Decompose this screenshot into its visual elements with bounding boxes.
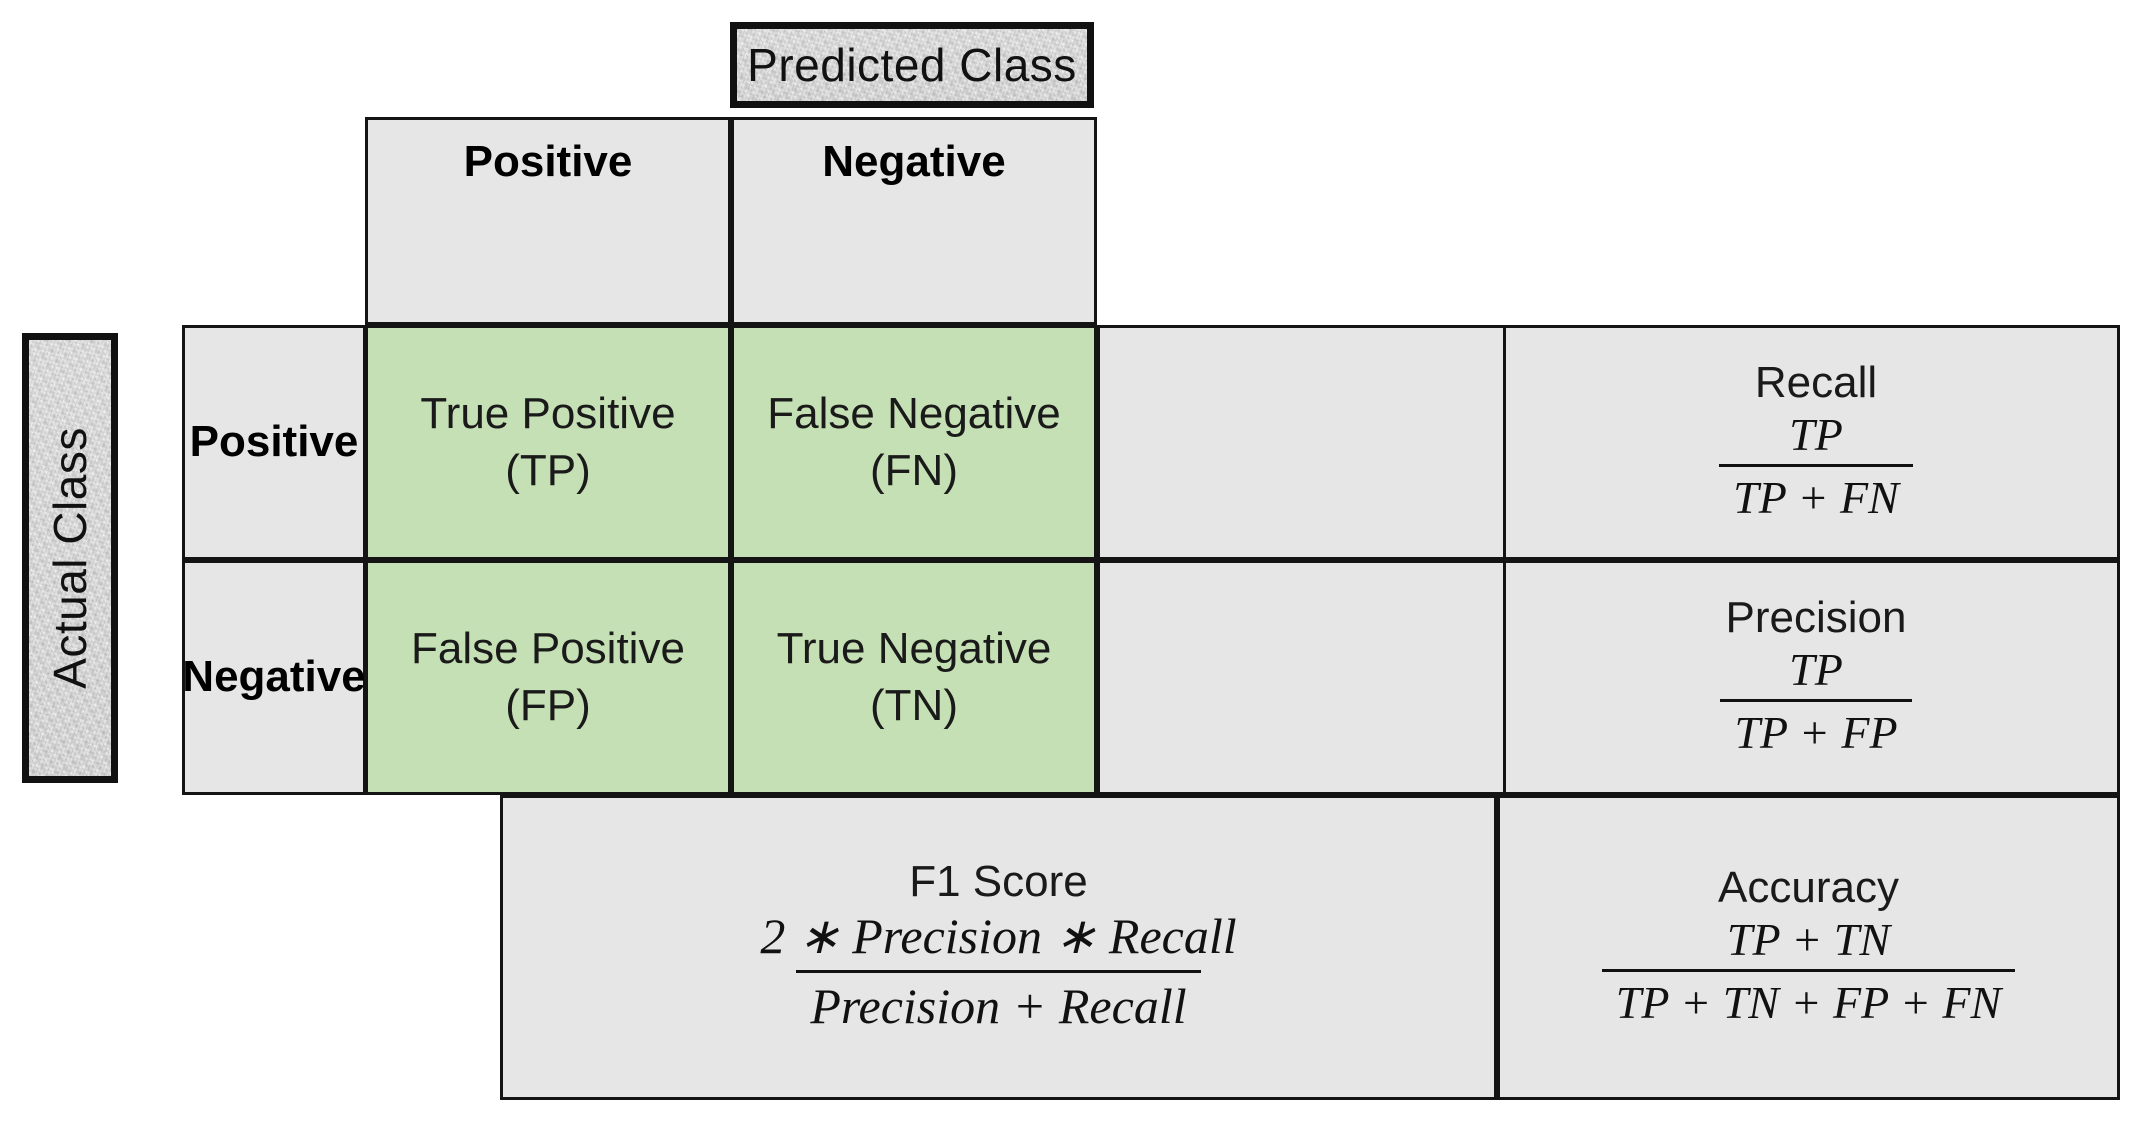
actual-class-title-box: Actual Class [22, 333, 118, 783]
precision-numerator: TP [1789, 643, 1843, 695]
cell-true-negative: True Negative (TN) [731, 560, 1097, 795]
cell-recall: Recall TP TP + FN [1503, 325, 2126, 560]
column-header-positive-label: Positive [463, 137, 633, 186]
predicted-class-label: Predicted Class [747, 39, 1077, 91]
cell-false-positive: False Positive (FP) [365, 560, 731, 795]
accuracy-numerator: TP + TN [1726, 913, 1891, 965]
recall-formula: TP TP + FN [1719, 408, 1913, 526]
cell-accuracy: Accuracy TP + TN TP + TN + FP + FN [1497, 795, 2120, 1100]
true-positive-name: True Positive [420, 389, 676, 439]
row-header-positive: Positive [182, 325, 366, 560]
false-negative-abbr: (FN) [870, 445, 958, 495]
accuracy-denominator: TP + TN + FP + FN [1601, 969, 2016, 1030]
f1-score-denominator: Precision + Recall [796, 970, 1201, 1036]
cell-false-negative: False Negative (FN) [731, 325, 1097, 560]
f1-score-numerator: 2 ∗ Precision ∗ Recall [760, 908, 1237, 965]
accuracy-label: Accuracy [1718, 862, 1899, 912]
predicted-class-title-box: Predicted Class [730, 22, 1094, 108]
precision-formula: TP TP + FP [1720, 643, 1912, 761]
true-negative-name: True Negative [776, 624, 1052, 674]
false-positive-name: False Positive [411, 624, 685, 674]
accuracy-formula: TP + TN TP + TN + FP + FN [1601, 913, 2016, 1031]
column-header-positive: Positive [365, 117, 731, 325]
false-positive-abbr: (FP) [505, 680, 591, 730]
f1-score-label: F1 Score [909, 856, 1088, 906]
false-negative-name: False Negative [767, 389, 1061, 439]
cell-precision: Precision TP TP + FP [1503, 560, 2126, 795]
true-positive-abbr: (TP) [505, 445, 591, 495]
row-header-negative: Negative [182, 560, 366, 795]
f1-score-formula: 2 ∗ Precision ∗ Recall Precision + Recal… [746, 907, 1250, 1036]
row-header-positive-label: Positive [189, 417, 359, 467]
cell-f1-score: F1 Score 2 ∗ Precision ∗ Recall Precisio… [500, 795, 1497, 1100]
metric-strip-precision: Precision TP TP + FP [1097, 560, 2120, 795]
cell-true-positive: True Positive (TP) [365, 325, 731, 560]
precision-label: Precision [1725, 592, 1907, 642]
recall-numerator: TP [1789, 408, 1843, 460]
actual-class-label: Actual Class [44, 427, 96, 689]
recall-label: Recall [1754, 357, 1878, 407]
column-header-negative: Negative [731, 117, 1097, 325]
row-header-negative-label: Negative [182, 652, 366, 702]
metric-strip-recall: Recall TP TP + FN [1097, 325, 2120, 560]
column-header-negative-label: Negative [822, 137, 1006, 186]
precision-denominator: TP + FP [1720, 699, 1912, 760]
recall-denominator: TP + FN [1719, 464, 1913, 525]
true-negative-abbr: (TN) [870, 680, 958, 730]
